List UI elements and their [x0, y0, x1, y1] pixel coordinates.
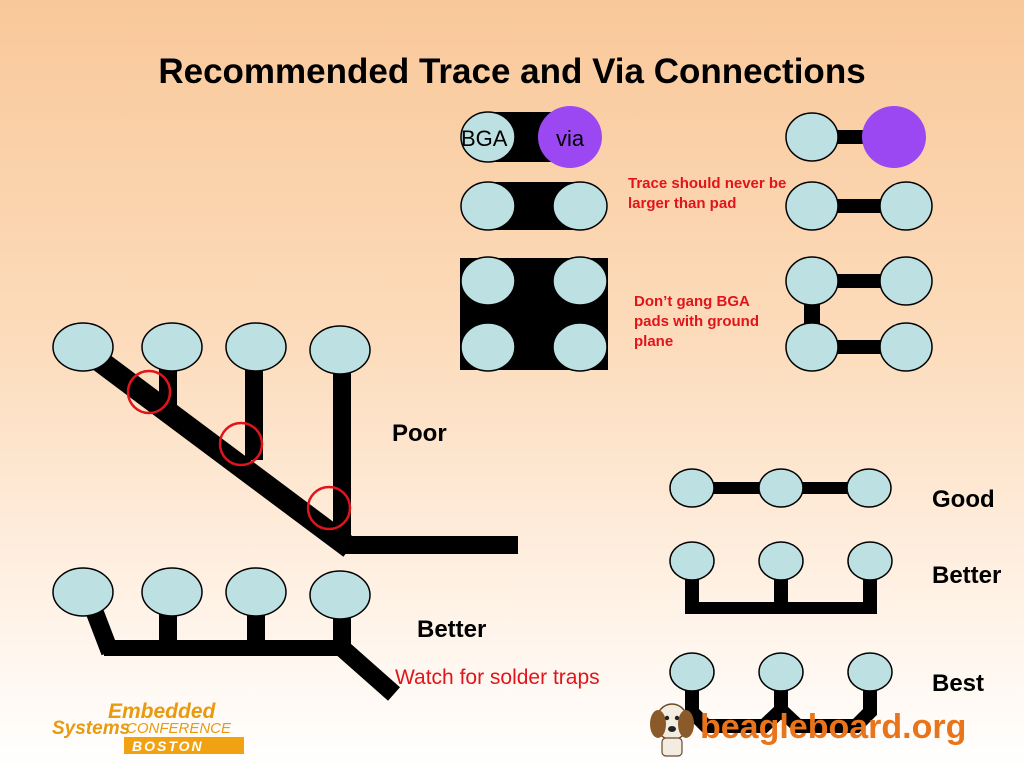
bga-pad	[52, 322, 114, 372]
bga-label: BGA	[461, 126, 508, 151]
bga-pad	[847, 652, 893, 692]
bga-pad	[460, 181, 516, 231]
bga-pad	[669, 468, 715, 508]
logo-text: Embedded	[108, 700, 216, 723]
logo-text: BOSTON	[132, 738, 204, 754]
via-label: via	[556, 126, 585, 151]
gang-pads-note: Don’t gang BGA pads with ground plane	[634, 293, 759, 350]
best-label: Best	[932, 670, 985, 697]
embedded-systems-conference-logo: Embedded Systems CONFERENCE BOSTON	[52, 700, 244, 754]
bga-pad	[52, 567, 114, 617]
bga-pad	[225, 567, 287, 617]
better-label-left: Better	[417, 616, 487, 643]
solder-trap-marker	[218, 421, 264, 467]
good-label: Good	[932, 486, 995, 513]
bga-pad	[758, 468, 804, 508]
bga-pad	[879, 322, 933, 372]
solder-trap-marker	[126, 369, 172, 415]
poor-routing	[78, 341, 518, 557]
bga-pad	[225, 322, 287, 372]
bga-pad	[552, 181, 608, 231]
logo-bar	[124, 737, 244, 754]
bga-pad	[552, 322, 608, 372]
better-label-right: Better	[932, 562, 1002, 589]
beagleboard-logo: beagleboard.org	[646, 696, 976, 762]
bga-pad	[846, 468, 892, 508]
via-pad	[538, 106, 602, 168]
bga-pad	[669, 541, 715, 581]
solder-trap-marker	[306, 485, 352, 531]
bga-pad	[785, 256, 839, 306]
logo-text: beagleboard.org	[700, 708, 967, 746]
bga-pad	[879, 256, 933, 306]
trace-size-note: Trace should never be larger than pad	[628, 175, 787, 212]
logo-text: CONFERENCE	[126, 720, 232, 737]
poor-label: Poor	[392, 420, 447, 447]
bga-pad	[669, 652, 715, 692]
bga-pad	[309, 570, 371, 620]
bga-pad	[460, 322, 516, 372]
bga-pad	[785, 112, 839, 162]
bga-pad	[141, 567, 203, 617]
solder-traps-warning: Watch for solder traps	[395, 666, 600, 689]
bga-pad	[785, 322, 839, 372]
bga-pad	[460, 111, 516, 163]
logo-text: Systems	[52, 718, 131, 739]
bga-pad	[309, 325, 371, 375]
bga-pad	[847, 541, 893, 581]
bga-pad	[758, 652, 804, 692]
bga-pad	[460, 256, 516, 306]
bga-pad	[552, 256, 608, 306]
via-pad	[862, 106, 926, 168]
beagle-dog-icon	[650, 703, 694, 757]
page-title: Recommended Trace and Via Connections	[158, 52, 866, 91]
bga-pad	[785, 181, 839, 231]
bga-pad	[141, 322, 203, 372]
bga-pad	[879, 181, 933, 231]
bga-pad	[758, 541, 804, 581]
